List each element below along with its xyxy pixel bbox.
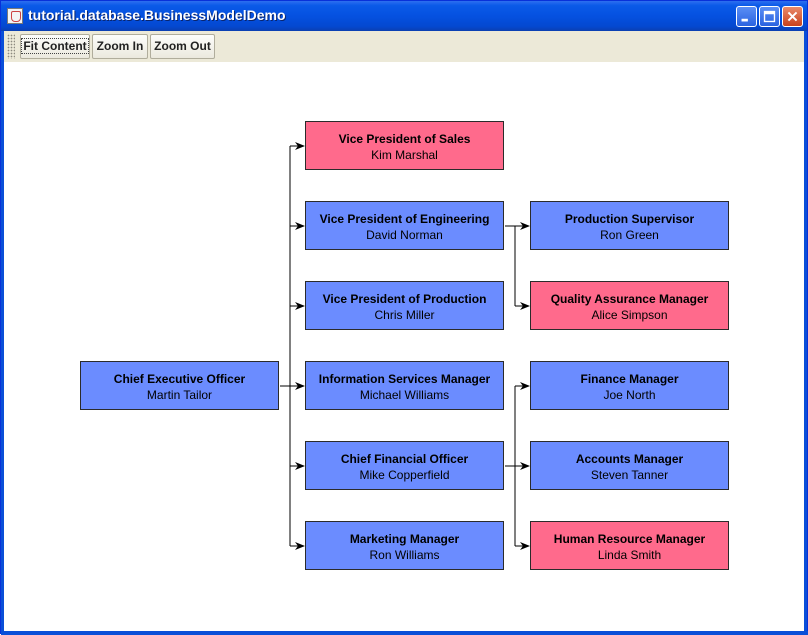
node-person: Ron Green xyxy=(600,228,659,242)
node-role: Information Services Manager xyxy=(318,372,491,386)
node-role: Production Supervisor xyxy=(564,212,695,226)
node-person: Martin Tailor xyxy=(146,388,213,402)
node-role: Human Resource Manager xyxy=(553,532,706,546)
fit-content-button[interactable]: Fit Content xyxy=(20,34,90,59)
node-marketing-manager[interactable]: Marketing Manager Ron Williams xyxy=(305,521,504,570)
node-vp-production[interactable]: Vice President of Production Chris Mille… xyxy=(305,281,504,330)
node-role: Vice President of Sales xyxy=(338,132,471,146)
node-person: Joe North xyxy=(603,388,656,402)
node-person: Alice Simpson xyxy=(591,308,668,322)
zoom-in-label: Zoom In xyxy=(96,39,144,53)
node-role: Chief Financial Officer xyxy=(340,452,469,466)
node-is-manager[interactable]: Information Services Manager Michael Wil… xyxy=(305,361,504,410)
toolbar: Fit Content Zoom In Zoom Out xyxy=(4,31,804,63)
maximize-icon xyxy=(763,10,776,23)
node-person: Kim Marshal xyxy=(371,148,438,162)
close-icon xyxy=(787,11,798,22)
node-role: Vice President of Engineering xyxy=(319,212,490,226)
node-person: Linda Smith xyxy=(597,548,662,562)
node-vp-sales[interactable]: Vice President of Sales Kim Marshal xyxy=(305,121,504,170)
maximize-button[interactable] xyxy=(759,6,780,27)
node-role: Quality Assurance Manager xyxy=(550,292,709,306)
edge-layer xyxy=(280,142,530,550)
node-vp-engineering[interactable]: Vice President of Engineering David Norm… xyxy=(305,201,504,250)
node-role: Finance Manager xyxy=(580,372,679,386)
node-ceo[interactable]: Chief Executive Officer Martin Tailor xyxy=(80,361,279,410)
zoom-out-label: Zoom Out xyxy=(154,39,211,53)
toolbar-grip[interactable] xyxy=(7,34,15,59)
zoom-out-button[interactable]: Zoom Out xyxy=(150,34,215,59)
title-bar[interactable]: tutorial.database.BusinessModelDemo xyxy=(1,1,807,31)
java-app-icon[interactable] xyxy=(7,8,23,24)
fit-content-label: Fit Content xyxy=(21,38,89,54)
node-person: David Norman xyxy=(366,228,443,242)
node-role: Vice President of Production xyxy=(322,292,487,306)
minimize-button[interactable] xyxy=(736,6,757,27)
zoom-in-button[interactable]: Zoom In xyxy=(92,34,148,59)
window-title: tutorial.database.BusinessModelDemo xyxy=(28,7,286,23)
window-bottom-border xyxy=(1,631,808,635)
diagram-canvas[interactable]: Chief Executive Officer Martin Tailor Vi… xyxy=(4,62,804,631)
minimize-icon xyxy=(741,18,748,22)
node-role: Marketing Manager xyxy=(349,532,460,546)
node-person: Chris Miller xyxy=(374,308,435,322)
node-accounts-manager[interactable]: Accounts Manager Steven Tanner xyxy=(530,441,729,490)
node-person: Steven Tanner xyxy=(590,468,669,482)
node-production-supervisor[interactable]: Production Supervisor Ron Green xyxy=(530,201,729,250)
node-hr-manager[interactable]: Human Resource Manager Linda Smith xyxy=(530,521,729,570)
node-role: Chief Executive Officer xyxy=(113,372,246,386)
node-role: Accounts Manager xyxy=(575,452,684,466)
node-cfo[interactable]: Chief Financial Officer Mike Copperfield xyxy=(305,441,504,490)
close-button[interactable] xyxy=(782,6,803,27)
client-area: Fit Content Zoom In Zoom Out xyxy=(4,31,804,631)
node-person: Mike Copperfield xyxy=(359,468,450,482)
node-person: Michael Williams xyxy=(359,388,450,402)
node-finance-manager[interactable]: Finance Manager Joe North xyxy=(530,361,729,410)
node-qa-manager[interactable]: Quality Assurance Manager Alice Simpson xyxy=(530,281,729,330)
node-person: Ron Williams xyxy=(369,548,440,562)
